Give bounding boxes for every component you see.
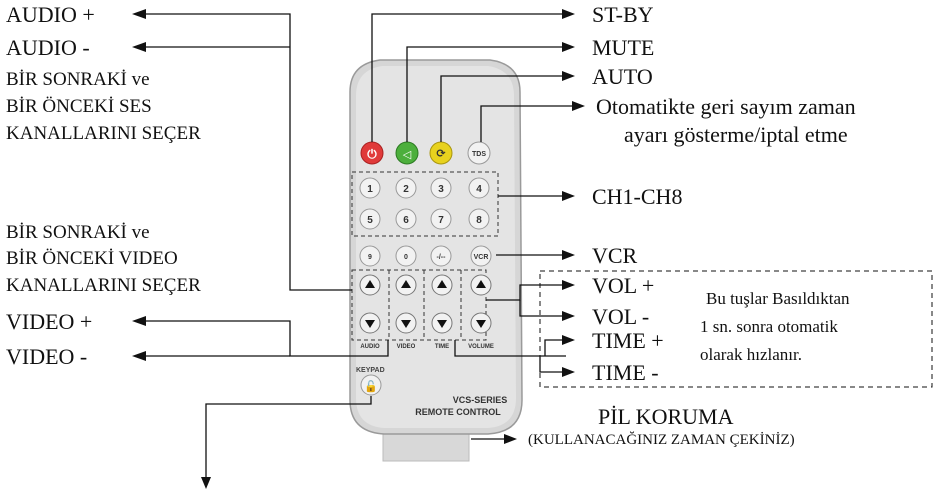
- arrow-down-icon: [365, 320, 375, 328]
- digit-button[interactable]: [395, 177, 417, 199]
- row3-buttons: 9 0 -/-- VCR: [359, 245, 492, 267]
- arrow-down-icon: [437, 320, 447, 328]
- digit-label: 1: [367, 184, 373, 195]
- vol-minus-label: VOL -: [592, 304, 650, 329]
- digit-button-0[interactable]: [395, 245, 417, 267]
- digit-button[interactable]: [359, 208, 381, 230]
- digit-label: 5: [367, 215, 373, 226]
- video-desc-line2: BİR ÖNCEKİ VIDEO: [6, 248, 178, 269]
- power-icon: ⏻: [367, 147, 377, 161]
- lock-icon: 🔓: [364, 380, 378, 393]
- dash-button-label: -/--: [437, 254, 447, 261]
- note-box: [539, 270, 933, 388]
- tds-desc-line2: ayarı gösterme/iptal etme: [624, 122, 848, 147]
- note-line1: Bu tuşlar Basıldıktan: [706, 289, 850, 308]
- arrow-down-icon: [401, 320, 411, 328]
- video-minus-label: VIDEO -: [6, 344, 88, 369]
- arrow-up-icon: [365, 280, 375, 288]
- column-label: AUDIO: [360, 344, 380, 350]
- arrow-up-icon: [476, 280, 486, 288]
- tds-button-label: TDS: [472, 151, 486, 158]
- auto-label: AUTO: [592, 64, 653, 89]
- st-by-label: ST-BY: [592, 2, 654, 27]
- speaker-icon: ◁: [403, 149, 412, 161]
- series-label: VCS-SERIES: [453, 395, 508, 405]
- note-line2: 1 sn. sonra otomatik: [700, 317, 838, 336]
- video-desc-line1: BİR SONRAKİ ve: [6, 222, 150, 243]
- digit-button[interactable]: [395, 208, 417, 230]
- arrow-down-icon: [476, 320, 486, 328]
- vcr-label: VCR: [592, 243, 638, 268]
- digit-button[interactable]: [359, 177, 381, 199]
- vol-plus-label: VOL +: [592, 273, 655, 298]
- column-labels: AUDIO VIDEO TIME VOLUME: [360, 344, 494, 350]
- audio-minus-label: AUDIO -: [6, 35, 90, 60]
- digit-keypad: 1 2 3 4 5 6 7 8: [359, 177, 490, 230]
- brand-label: REMOTE CONTROL: [415, 407, 501, 417]
- audio-desc-line2: BİR ÖNCEKİ SES: [6, 96, 152, 117]
- arrow-up-icon: [437, 280, 447, 288]
- column-label: TIME: [435, 344, 449, 350]
- vcr-button[interactable]: [470, 245, 492, 267]
- audio-desc-line1: BİR SONRAKİ ve: [6, 69, 150, 90]
- video-desc-line3: KANALLARINI SEÇER: [6, 275, 201, 296]
- column-label: VIDEO: [397, 344, 416, 350]
- digit-button[interactable]: [430, 177, 452, 199]
- tds-desc-line1: Otomatikte geri sayım zaman: [596, 94, 856, 119]
- digit-label: 2: [403, 184, 409, 195]
- refresh-icon: ⟳: [436, 148, 446, 160]
- note-line3: olarak hızlanır.: [700, 345, 802, 364]
- time-plus-label: TIME +: [592, 328, 664, 353]
- digit-button[interactable]: [468, 208, 490, 230]
- digit-button-9-label: 9: [368, 254, 372, 261]
- digit-label: 6: [403, 215, 409, 226]
- pil-label: PİL KORUMA: [598, 404, 734, 429]
- digit-button-9[interactable]: [359, 245, 381, 267]
- tds-button[interactable]: [467, 141, 491, 165]
- column-label: VOLUME: [468, 344, 494, 350]
- channel-group: [351, 171, 499, 237]
- video-plus-label: VIDEO +: [6, 309, 93, 334]
- arrow-buttons: [359, 274, 492, 334]
- ch-label: CH1-CH8: [592, 184, 683, 209]
- digit-label: 7: [438, 215, 444, 226]
- keypad-label: KEYPAD: [356, 367, 385, 374]
- pil-sub-label: (KULLANACAĞINIZ ZAMAN ÇEKİNİZ): [528, 432, 795, 448]
- keypad-lock-button[interactable]: [360, 374, 382, 396]
- digit-label: 4: [476, 184, 482, 195]
- audio-plus-label: AUDIO +: [6, 2, 95, 27]
- mute-label: MUTE: [592, 35, 655, 60]
- digit-button[interactable]: [430, 208, 452, 230]
- digit-button[interactable]: [468, 177, 490, 199]
- time-minus-label: TIME -: [592, 360, 659, 385]
- digit-label: 8: [476, 215, 482, 226]
- vcr-button-label: VCR: [474, 254, 489, 261]
- digit-button-0-label: 0: [404, 254, 408, 261]
- arrow-up-icon: [401, 280, 411, 288]
- audio-desc-line3: KANALLARINI SEÇER: [6, 123, 201, 144]
- dash-button[interactable]: [430, 245, 452, 267]
- digit-label: 3: [438, 184, 444, 195]
